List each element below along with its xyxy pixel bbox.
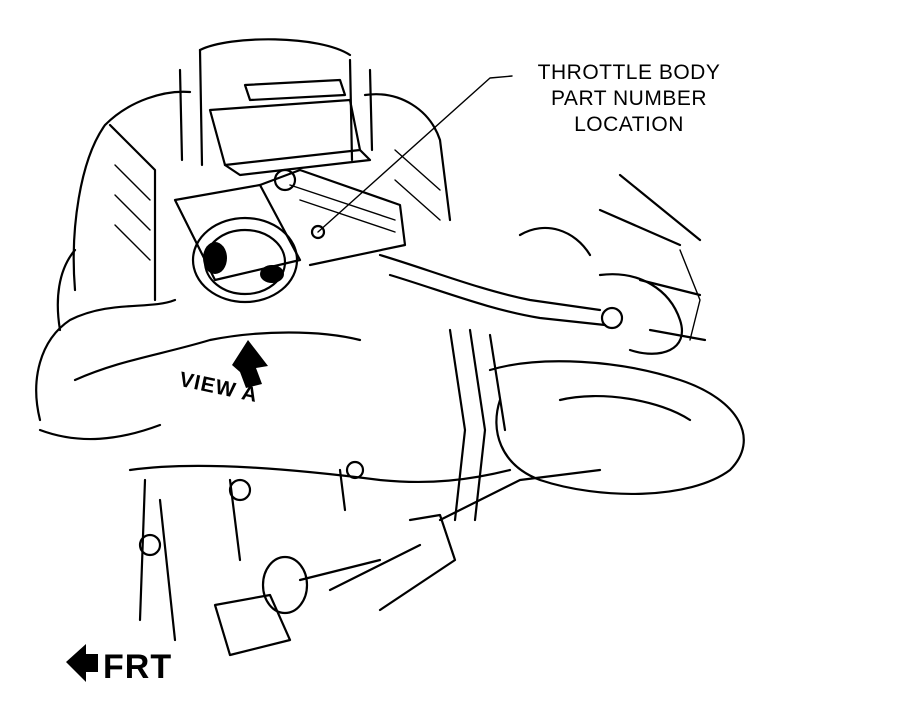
callout-leader [317, 75, 513, 233]
arrow-left-icon [66, 644, 98, 682]
callout-line-3: LOCATION [574, 113, 684, 136]
callout-line-1: THROTTLE BODY [537, 61, 721, 84]
lower-block [128, 328, 745, 642]
throttle-body [173, 168, 407, 304]
throttle-body-callout: THROTTLE BODY PART NUMBER LOCATION [514, 60, 744, 138]
front-label: FRT [103, 648, 173, 686]
upper-housing [178, 38, 374, 177]
callout-line-2: PART NUMBER [550, 87, 708, 110]
arrow-up-icon [232, 340, 268, 388]
hoses [378, 173, 707, 355]
actuator [213, 555, 382, 657]
